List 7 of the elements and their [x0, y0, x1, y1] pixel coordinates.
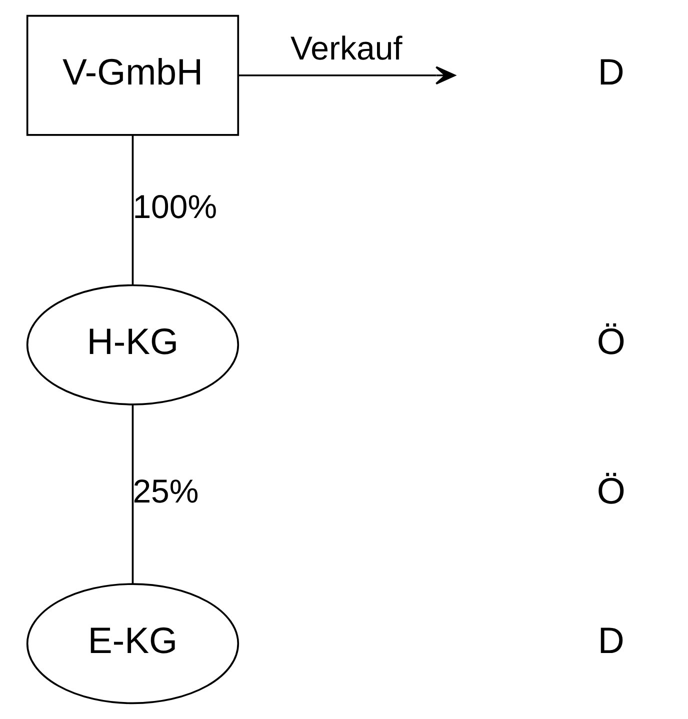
label: D — [598, 620, 624, 661]
label: Ö — [596, 470, 626, 512]
label: D — [598, 52, 624, 93]
edge-label: 100% — [132, 188, 218, 226]
edge-label: 25% — [132, 472, 199, 510]
label: Ö — [596, 321, 626, 362]
edge-label: Verkauf — [290, 30, 402, 67]
